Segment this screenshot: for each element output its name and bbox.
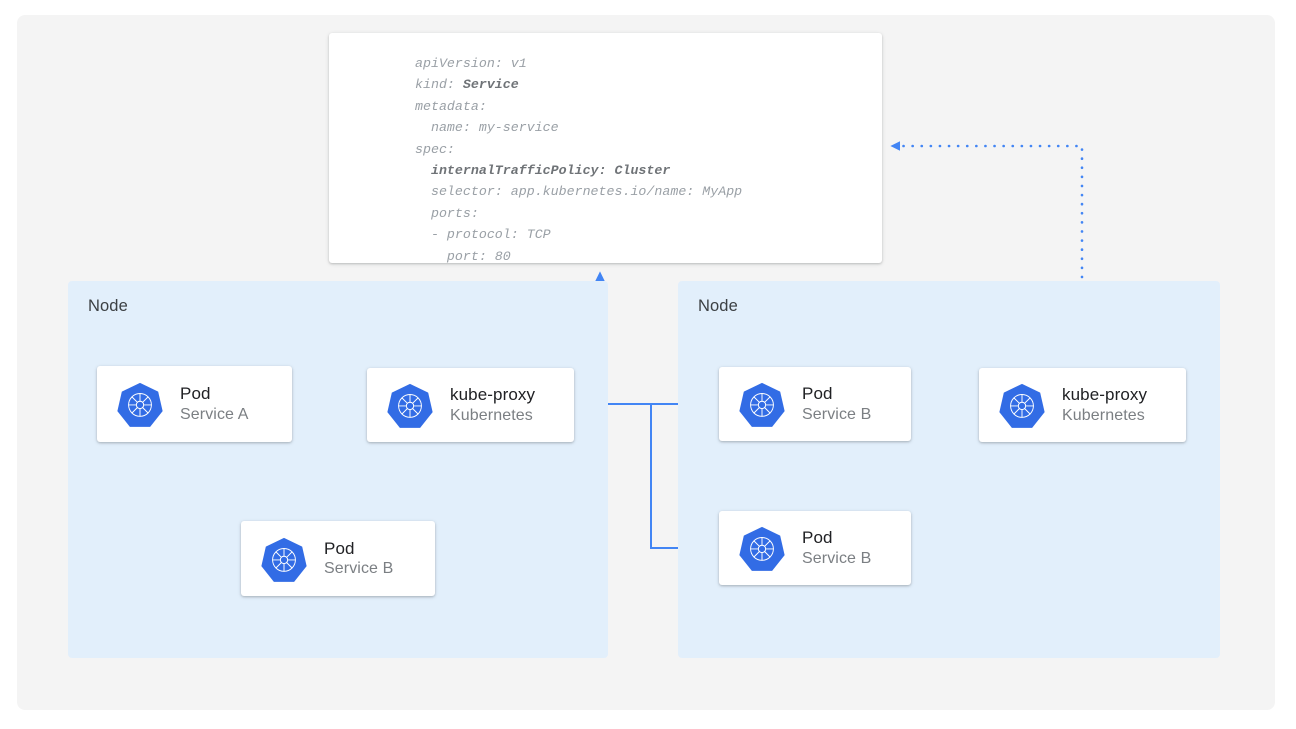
card-subtitle: Service B [802,405,872,423]
card-kube-proxy-left[interactable]: kube-proxy Kubernetes [367,368,574,442]
manifest-line: spec: [415,141,455,157]
card-text-block: Pod Service A [180,383,249,425]
manifest-line: name: my-service [415,120,559,136]
card-title: kube-proxy [450,384,536,404]
card-pod-service-a[interactable]: Pod Service A [97,366,292,442]
card-title: Pod [802,383,833,403]
manifest-line: metadata: [415,98,487,114]
card-text-block: kube-proxy Kubernetes [450,384,535,426]
card-pod-service-b-left[interactable]: Pod Service B [241,521,435,596]
manifest-line: ports: [415,205,479,221]
kubernetes-logo-icon [387,382,433,428]
card-subtitle: Service B [324,560,394,578]
card-subtitle: Service B [802,549,872,567]
manifest-line: selector: app.kubernetes.io/name: MyApp [415,184,743,200]
card-subtitle: Kubernetes [450,406,533,424]
kubernetes-logo-icon [739,381,785,427]
card-text-block: Pod Service B [802,383,871,425]
card-title: Pod [324,538,355,558]
node-container-right: Node [678,281,1220,658]
card-title: Pod [180,383,211,403]
kubernetes-logo-icon [999,382,1045,428]
card-text-block: Pod Service B [802,527,871,569]
manifest-line: kind: Service [415,77,519,93]
kubernetes-logo-icon [117,381,163,427]
manifest-line: apiVersion: v1 [415,56,527,71]
manifest-line: port: 80 [415,248,511,263]
service-manifest-panel: apiVersion: v1 kind: Service metadata: nam… [329,33,882,263]
card-title: kube-proxy [1062,384,1148,404]
card-pod-service-b-bottom[interactable]: Pod Service B [719,511,911,585]
card-text-block: Pod Service B [324,537,393,579]
manifest-line: - protocol: TCP [415,227,551,243]
card-title: Pod [802,527,833,547]
card-pod-service-b-top[interactable]: Pod Service B [719,367,911,441]
card-subtitle: Service A [180,405,249,423]
node-container-left: Node [68,281,608,658]
node-label-right: Node [698,297,738,315]
card-subtitle: Kubernetes [1062,406,1145,424]
card-kube-proxy-right[interactable]: kube-proxy Kubernetes [979,368,1186,442]
kubernetes-logo-icon [261,536,307,582]
service-manifest-code: apiVersion: v1 kind: Service metadata: nam… [415,53,742,263]
manifest-line: internalTrafficPolicy: Cluster [430,163,671,179]
kubernetes-logo-icon [739,525,785,571]
node-label-left: Node [88,297,128,315]
card-text-block: kube-proxy Kubernetes [1062,384,1147,426]
